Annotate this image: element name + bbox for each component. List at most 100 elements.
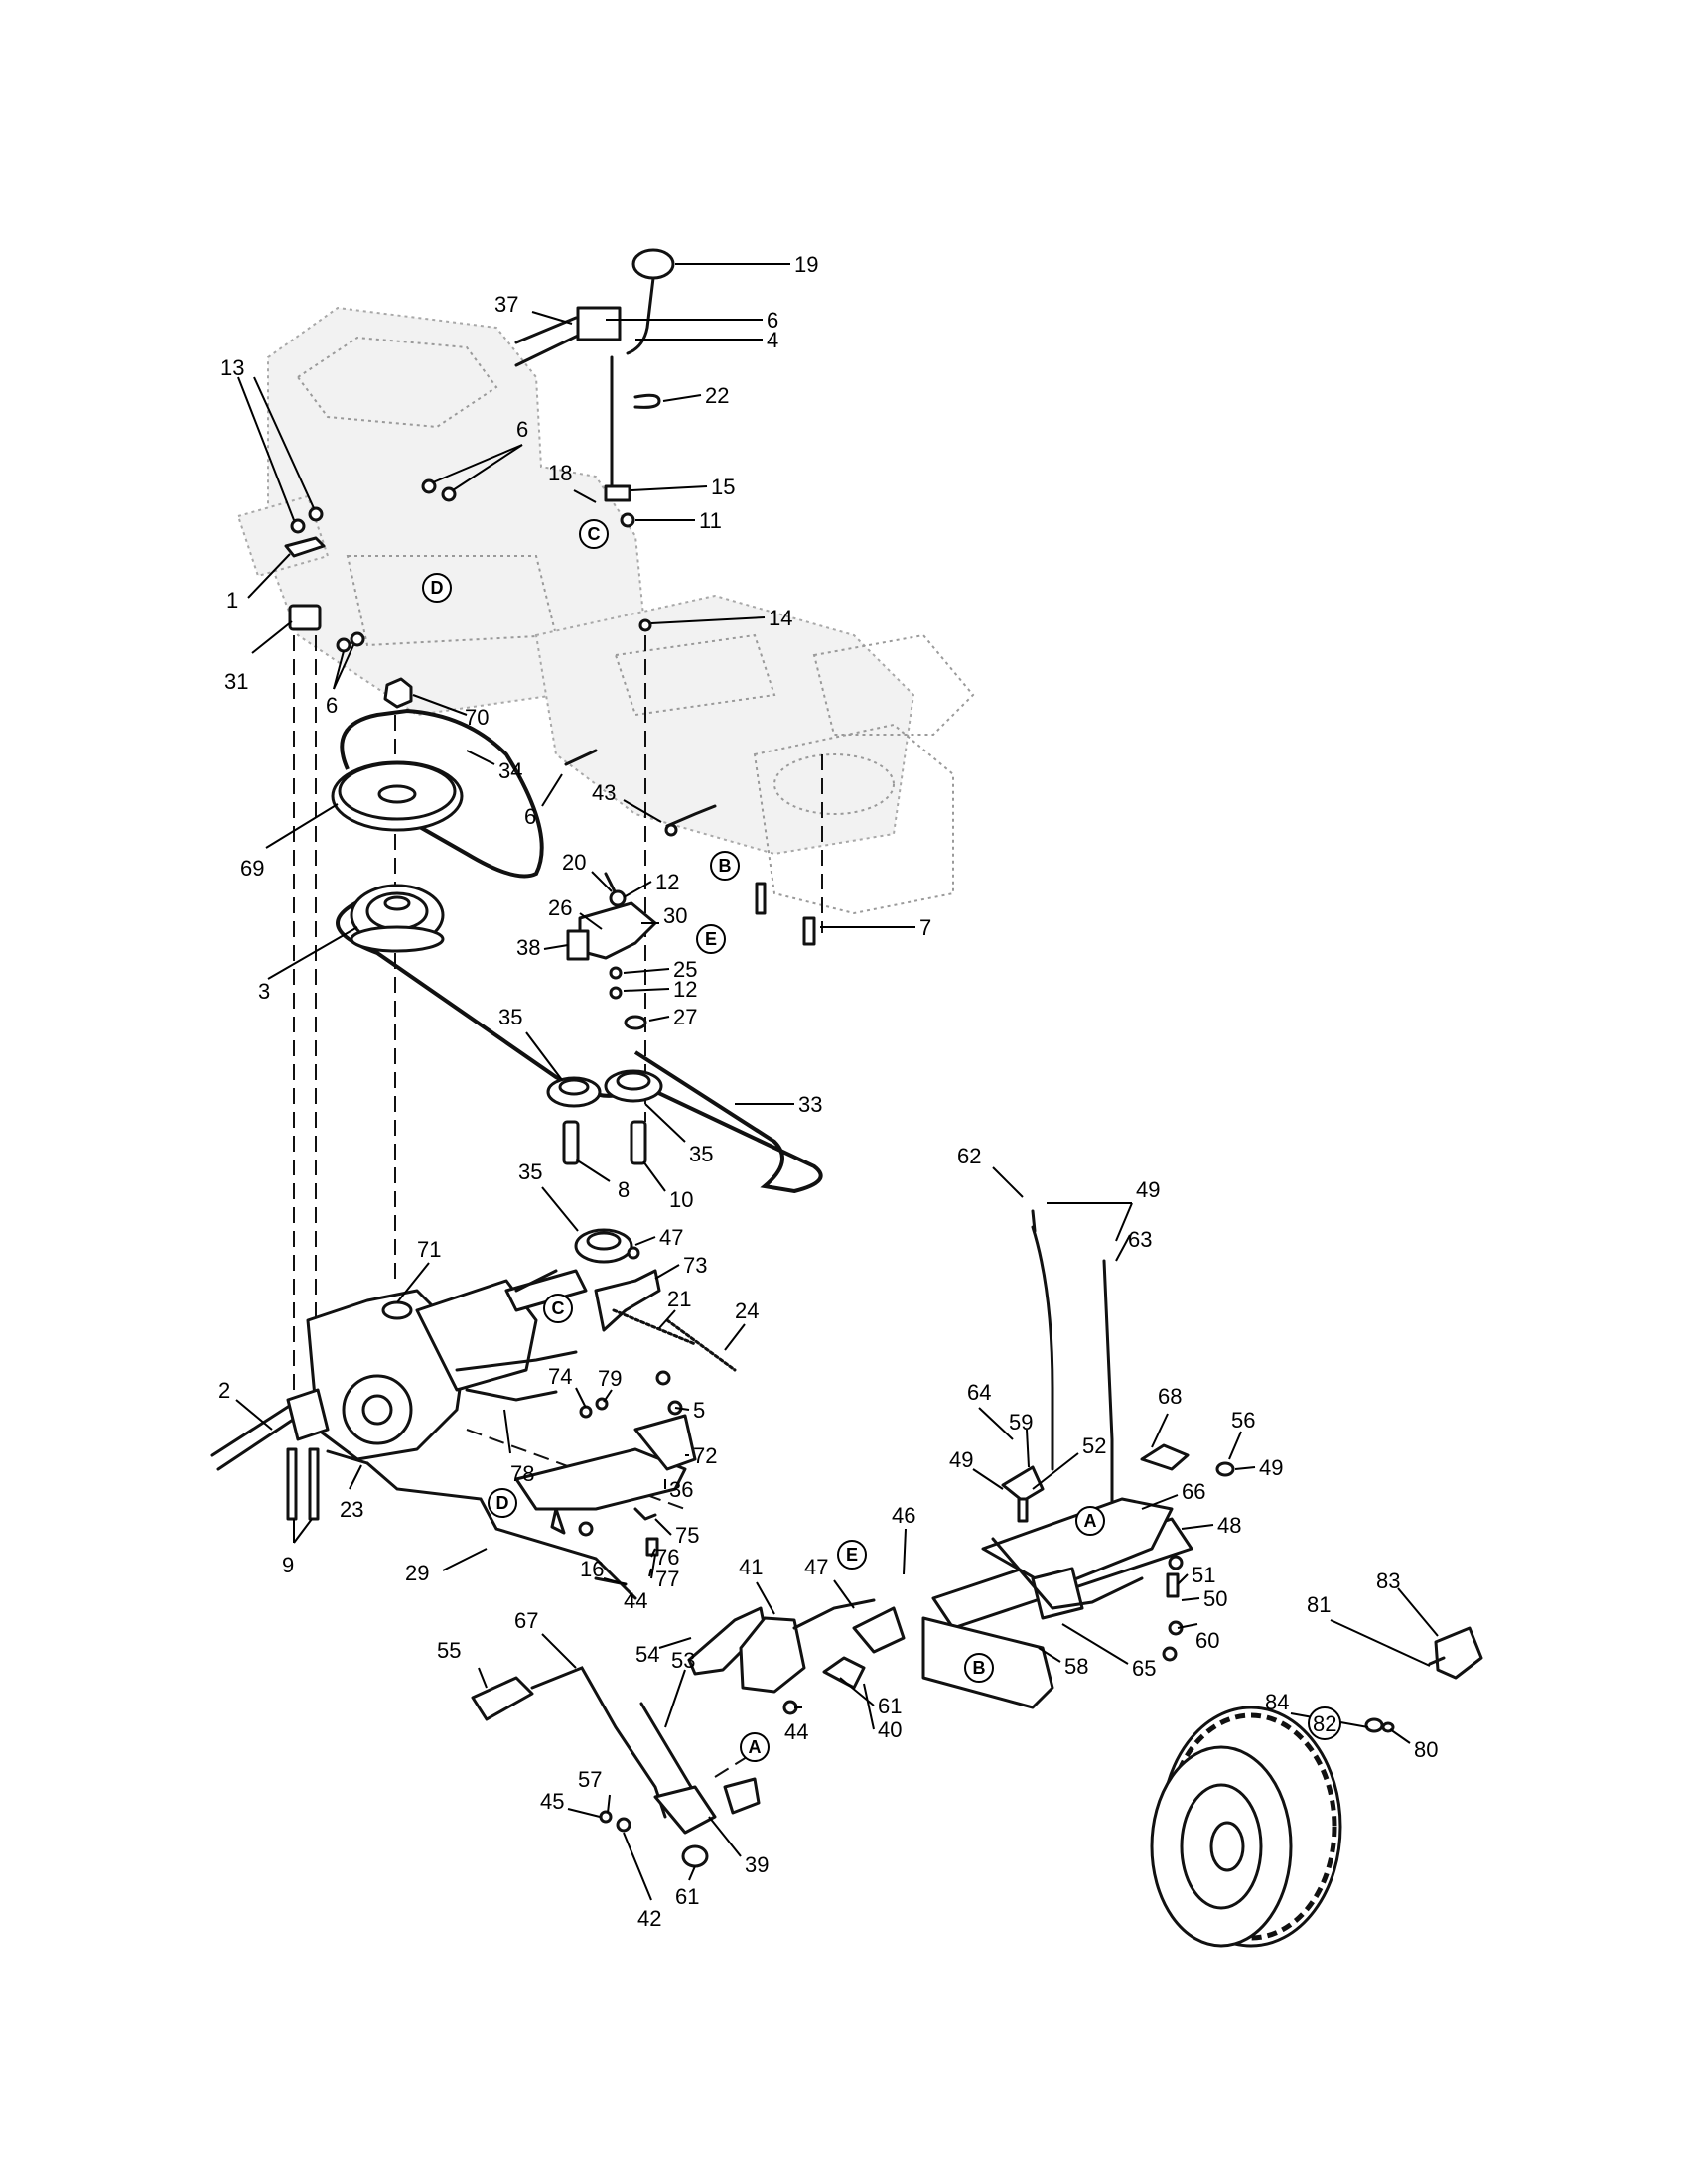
callout-label: 41 — [739, 1555, 763, 1579]
callout-label: 14 — [769, 606, 792, 630]
ref-marker: E — [846, 1545, 858, 1565]
callout-label: 80 — [1414, 1737, 1438, 1762]
callout-label: 63 — [1128, 1227, 1152, 1252]
callout-label: 74 — [548, 1364, 572, 1389]
callout-label: 16 — [580, 1557, 604, 1581]
callout-label: 81 — [1307, 1592, 1331, 1617]
callout-label: 6 — [326, 693, 338, 718]
callout-label: 30 — [663, 903, 687, 928]
callout-label: 73 — [683, 1253, 707, 1278]
callout-label: 53 — [671, 1648, 695, 1673]
callout-label: 66 — [1182, 1479, 1205, 1504]
callout-label: 72 — [693, 1443, 717, 1468]
callout-label: 26 — [548, 895, 572, 920]
idler-pulleys — [546, 1069, 663, 1165]
shift-lever-assembly — [514, 248, 675, 528]
callout-label: 19 — [794, 252, 818, 277]
ref-marker: B — [973, 1658, 986, 1678]
reference-markers: C D B E C D E A B A — [422, 519, 1105, 1762]
callout-label: 29 — [405, 1561, 429, 1585]
callout-label: 44 — [624, 1588, 647, 1613]
callout-label: 36 — [669, 1477, 693, 1502]
callout-label: 27 — [673, 1005, 697, 1029]
ref-marker: D — [431, 578, 444, 598]
pedal-assembly — [687, 1598, 906, 1715]
lower-idler — [574, 1228, 737, 1416]
callout-label: 10 — [669, 1187, 693, 1212]
bracket-plate — [514, 1397, 697, 1557]
callout-label: 77 — [655, 1567, 679, 1591]
callout-label: 1 — [226, 588, 238, 613]
callout-label: 40 — [878, 1717, 902, 1742]
callout-label: 15 — [711, 475, 735, 499]
callout-label: 75 — [675, 1523, 699, 1548]
rear-wheel — [1150, 1626, 1483, 1948]
callout-label: 59 — [1009, 1410, 1033, 1434]
callout-label: 6 — [524, 804, 536, 829]
callout-label: 50 — [1203, 1586, 1227, 1611]
callout-label: 70 — [465, 705, 489, 730]
ghost-engine-frame — [236, 306, 975, 915]
callout-label: 24 — [735, 1298, 759, 1323]
ref-marker: C — [588, 524, 601, 544]
callout-label: 4 — [767, 328, 778, 352]
callout-label: 6 — [516, 417, 528, 442]
callout-label: 46 — [892, 1503, 915, 1528]
callout-label: 52 — [1082, 1433, 1106, 1458]
callout-labels: 19 37 6 4 13 22 6 18 15 11 1 31 6 14 70 — [218, 252, 1439, 1931]
callout-label: 76 — [655, 1545, 679, 1570]
callout-label: 31 — [224, 669, 248, 694]
idler-bracket — [564, 618, 816, 1030]
callout-label: 11 — [699, 508, 722, 533]
ref-marker: A — [749, 1737, 762, 1757]
ref-marker: B — [719, 856, 732, 876]
callout-label: 65 — [1132, 1656, 1156, 1681]
callout-label: 21 — [667, 1287, 691, 1311]
callout-label: 39 — [745, 1852, 769, 1877]
callout-label: 12 — [673, 977, 697, 1002]
callout-label: 12 — [655, 870, 679, 894]
callout-label: 62 — [957, 1144, 981, 1168]
callout-label: 78 — [510, 1461, 534, 1486]
callout-label: 2 — [218, 1378, 230, 1403]
callout-label: 22 — [705, 383, 729, 408]
callout-label: 47 — [659, 1225, 683, 1250]
callout-label: 61 — [878, 1694, 902, 1718]
callout-label: 84 — [1265, 1690, 1289, 1714]
callout-label: 64 — [967, 1380, 991, 1405]
callout-label: 42 — [637, 1906, 661, 1931]
callout-label: 79 — [598, 1366, 622, 1391]
callout-label: 18 — [548, 461, 572, 485]
callout-label: 48 — [1217, 1513, 1241, 1538]
callout-label: 67 — [514, 1608, 538, 1633]
callout-label: 61 — [675, 1884, 699, 1909]
callout-label: 8 — [618, 1177, 630, 1202]
ref-marker: A — [1084, 1511, 1097, 1531]
callout-label: 69 — [240, 856, 264, 881]
ref-marker: D — [496, 1493, 509, 1513]
callout-label: 60 — [1195, 1628, 1219, 1653]
callout-label: 44 — [784, 1719, 808, 1744]
callout-label: 56 — [1231, 1408, 1255, 1433]
callout-label: 7 — [919, 915, 931, 940]
callout-label: 47 — [804, 1555, 828, 1579]
callout-label: 23 — [340, 1497, 363, 1522]
engine-pulley — [331, 677, 544, 879]
callout-label: 49 — [949, 1447, 973, 1472]
callout-label: 45 — [540, 1789, 564, 1814]
callout-label: 6 — [767, 308, 778, 333]
callout-label: 34 — [498, 758, 522, 783]
callout-label: 13 — [220, 355, 244, 380]
callout-label: 55 — [437, 1638, 461, 1663]
callout-label: 20 — [562, 850, 586, 875]
callout-label: 49 — [1136, 1177, 1160, 1202]
callout-label: 33 — [798, 1092, 822, 1117]
ref-marker: E — [705, 929, 717, 949]
rear-frame — [921, 1209, 1235, 1709]
callout-label: 35 — [498, 1005, 522, 1029]
ref-marker: C — [552, 1298, 565, 1318]
callout-label: 35 — [689, 1142, 713, 1166]
lift-lever — [471, 1666, 761, 1868]
